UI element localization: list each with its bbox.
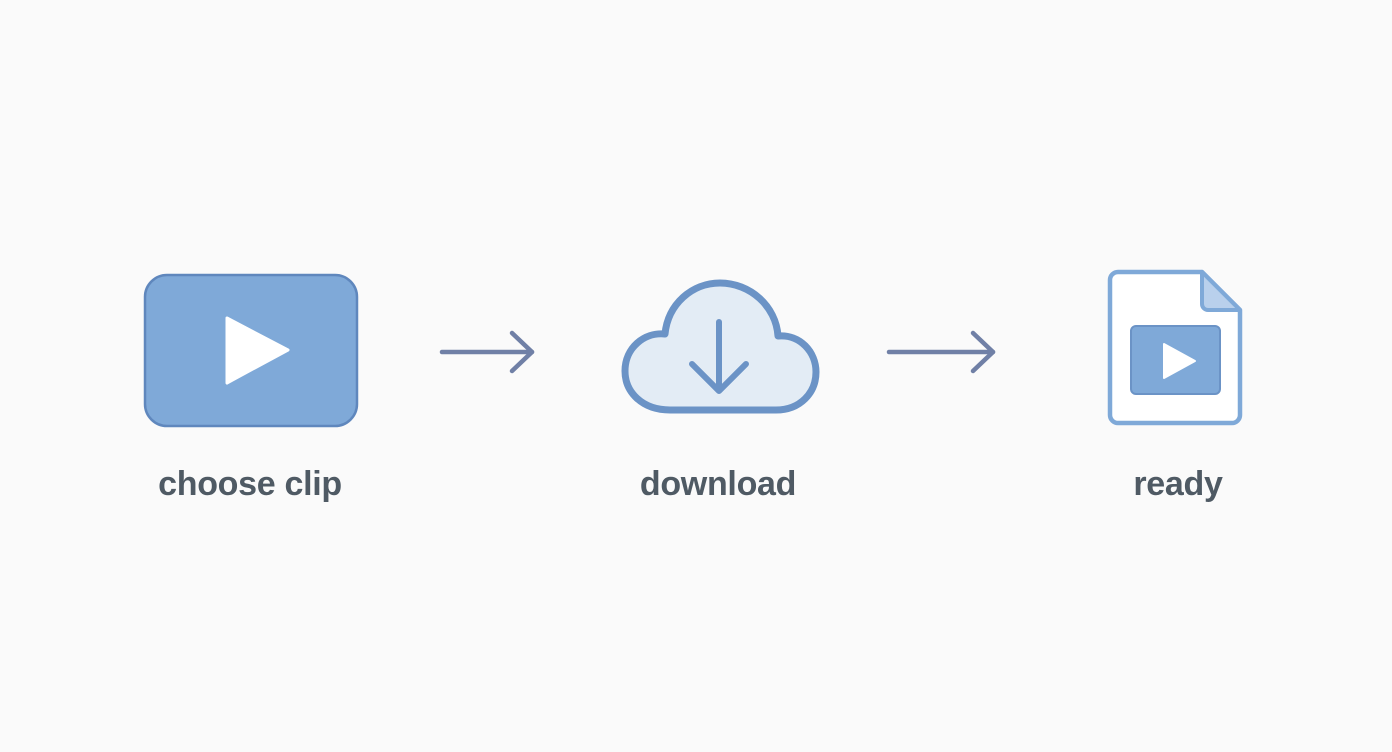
step-label-choose-clip: choose clip [158,465,342,503]
step-label-ready: ready [1133,465,1223,503]
cloud-download-icon [621,279,820,414]
step-ready [1106,268,1246,428]
arrow-right-icon [439,330,535,374]
step-choose-clip [140,270,362,434]
arrow-right-icon [886,330,996,374]
step-label-download: download [639,465,797,503]
connector-arrow-1 [438,330,538,374]
step-download [620,278,820,418]
connector-arrow-2 [885,330,999,374]
video-file-icon [1107,269,1243,426]
video-play-icon [143,273,359,428]
